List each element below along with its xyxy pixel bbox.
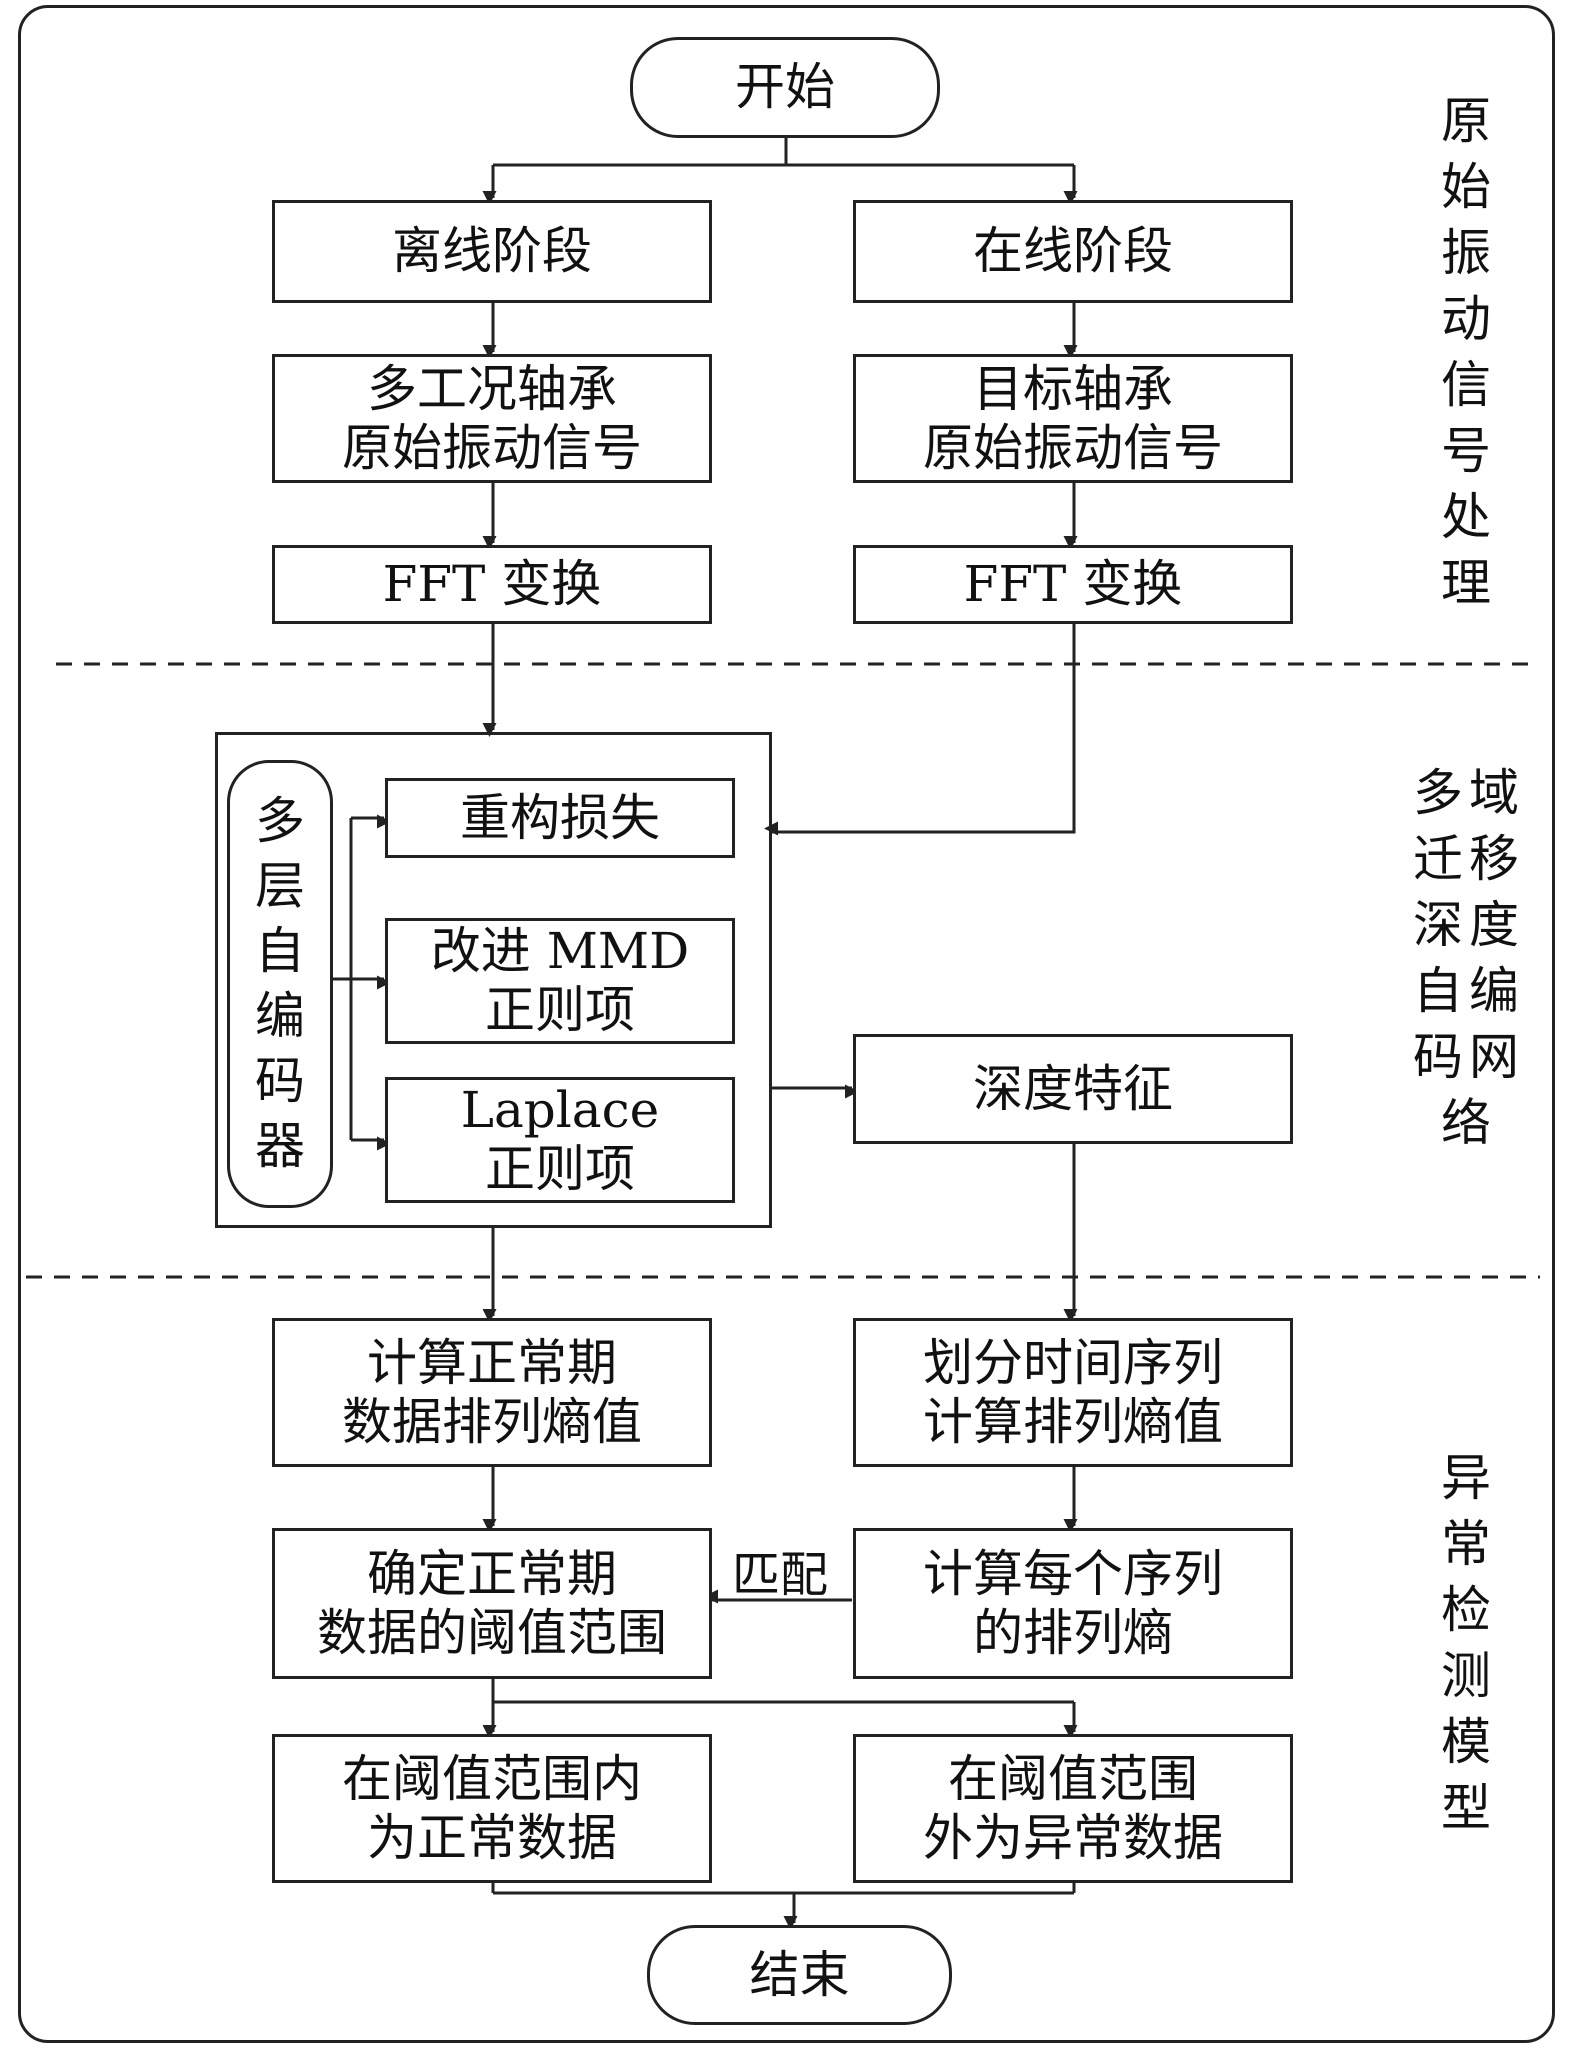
section-label-row: 络 <box>1438 1090 1494 1156</box>
section-label-char: 网 <box>1469 1028 1519 1086</box>
section-label-char: 多 <box>1413 764 1463 822</box>
section-label-char: 度 <box>1469 896 1519 954</box>
section-label-row: 深度 <box>1410 892 1522 958</box>
section-label-char: 域 <box>1469 764 1519 822</box>
section-label-char: 络 <box>1441 1094 1491 1152</box>
section-label-char: 移 <box>1469 830 1519 888</box>
threshold-box: 确定正常期 数据的阈值范围 <box>272 1528 712 1679</box>
autoencoder-box: 多 层 自 编 码 器 <box>227 760 333 1208</box>
section-label-char: 迁 <box>1413 830 1463 888</box>
each-entropy-box: 计算每个序列 的排列熵 <box>853 1528 1293 1679</box>
section-label-row: 码网 <box>1410 1024 1522 1090</box>
deep-feature-box: 深度特征 <box>853 1034 1293 1144</box>
section-label-transfer-network: 多域迁移深度自编码网络 <box>1408 760 1524 1156</box>
mmd-box: 改进 MMD 正则项 <box>385 918 735 1044</box>
edge-online-fft-network <box>764 623 1076 836</box>
normal-entropy-box: 计算正常期 数据排列熵值 <box>272 1318 712 1467</box>
recon-loss-box: 重构损失 <box>385 778 735 858</box>
transfer-network-box <box>215 732 772 1228</box>
normal-data-box: 在阈值范围内 为正常数据 <box>272 1734 712 1883</box>
start-node: 开始 <box>630 37 940 138</box>
section-label-row: 迁移 <box>1410 826 1522 892</box>
section-label-anomaly-model: 异 常 检 测 模 型 <box>1441 1449 1491 1837</box>
laplace-box: Laplace 正则项 <box>385 1077 735 1203</box>
section-label-char: 码 <box>1413 1028 1463 1086</box>
series-entropy-box: 划分时间序列 计算排列熵值 <box>853 1318 1293 1467</box>
online-stage-box: 在线阶段 <box>853 200 1293 303</box>
section-label-row: 自编 <box>1410 958 1522 1024</box>
online-signal-box: 目标轴承 原始振动信号 <box>853 354 1293 483</box>
abnormal-data-box: 在阈值范围 外为异常数据 <box>853 1734 1293 1883</box>
offline-fft-box: FFT 变换 <box>272 545 712 624</box>
section-label-char: 编 <box>1469 962 1519 1020</box>
offline-signal-box: 多工况轴承 原始振动信号 <box>272 354 712 483</box>
online-fft-box: FFT 变换 <box>853 545 1293 624</box>
section-label-char: 自 <box>1413 962 1463 1020</box>
section-label-char: 深 <box>1413 896 1463 954</box>
end-node: 结束 <box>647 1925 952 2025</box>
section-label-row: 多域 <box>1410 760 1522 826</box>
section-label-signal-processing: 原 始 振 动 信 号 处 理 <box>1441 92 1491 612</box>
diagram-frame <box>18 5 1555 2043</box>
offline-stage-box: 离线阶段 <box>272 200 712 303</box>
match-label: 匹配 <box>732 1547 829 1603</box>
